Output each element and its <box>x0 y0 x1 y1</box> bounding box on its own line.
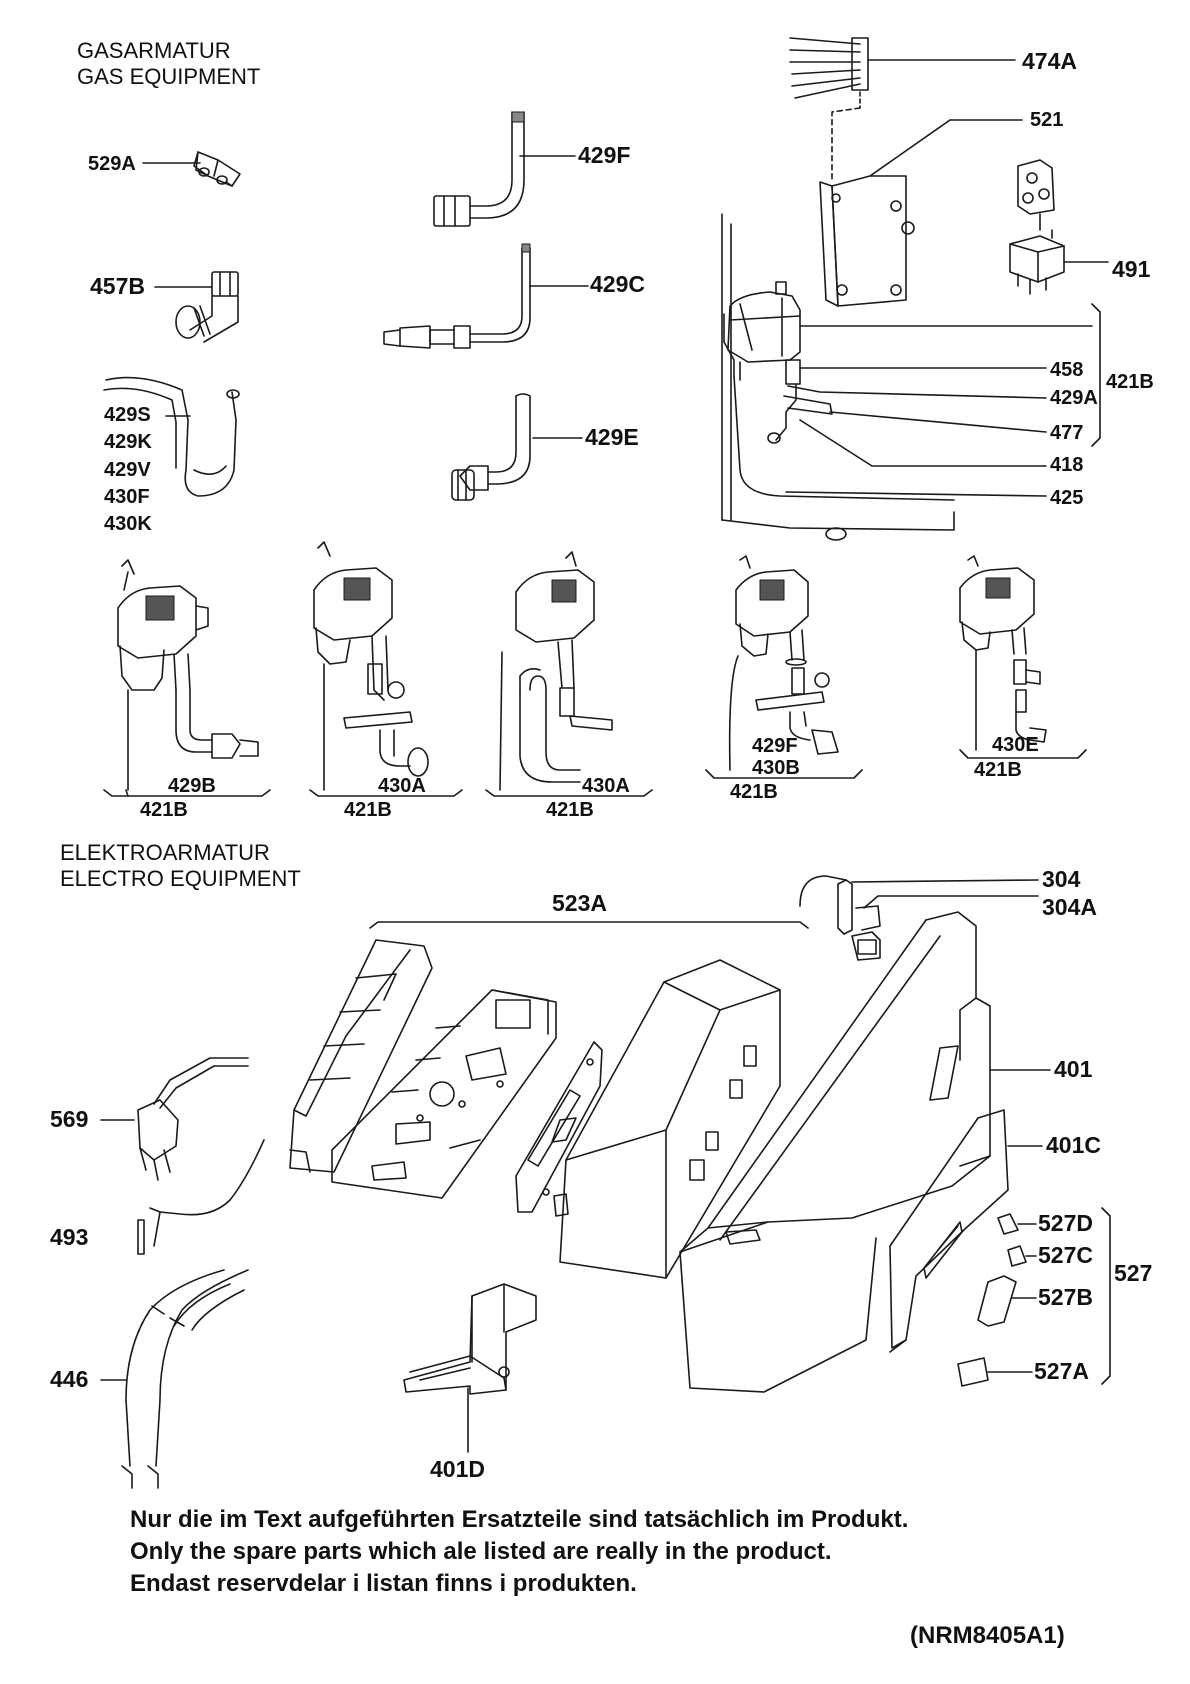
label-421B-brace: 421B <box>1106 371 1154 393</box>
part-523A-pcb <box>332 990 556 1198</box>
note-de: Nur die im Text aufgeführten Ersatzteile… <box>130 1506 909 1533</box>
variant-4 <box>706 556 862 778</box>
label-variant5-430E: 430E <box>992 734 1039 756</box>
label-429S: 429S <box>104 404 151 426</box>
variant-5 <box>960 556 1086 758</box>
section-title-gas-de: GASARMATUR <box>77 38 231 63</box>
label-304: 304 <box>1042 866 1081 892</box>
label-418: 418 <box>1050 454 1084 476</box>
label-527D: 527D <box>1038 1210 1093 1236</box>
label-477: 477 <box>1050 422 1084 444</box>
part-429F-pipe <box>434 112 575 226</box>
label-527C: 527C <box>1038 1242 1093 1268</box>
label-569: 569 <box>50 1106 89 1132</box>
variant-3 <box>486 552 652 796</box>
note-sv: Endast reservdelar i listan finns i prod… <box>130 1570 637 1597</box>
label-429K: 429K <box>104 431 152 453</box>
part-429E-pipe <box>452 394 582 500</box>
label-variant3-421B: 421B <box>546 799 594 821</box>
part-401D-bracket <box>404 1284 536 1452</box>
label-458: 458 <box>1050 359 1084 381</box>
section-title-gas-en: GAS EQUIPMENT <box>77 64 261 89</box>
bracket-523A <box>370 922 808 928</box>
part-304-sensor <box>800 876 1038 960</box>
label-493: 493 <box>50 1224 89 1250</box>
label-523A: 523A <box>552 890 607 916</box>
label-429V: 429V <box>104 459 151 481</box>
variant-2 <box>310 542 462 796</box>
label-429E: 429E <box>585 424 639 450</box>
part-401-cover <box>680 912 1050 1392</box>
label-variant1-429B: 429B <box>168 775 216 797</box>
part-523A-housing <box>554 960 780 1278</box>
label-variant3-430A: 430A <box>582 775 630 797</box>
note-en: Only the spare parts which ale listed ar… <box>130 1538 832 1565</box>
label-529A: 529A <box>88 153 136 175</box>
label-429F: 429F <box>578 142 631 168</box>
label-521: 521 <box>1030 109 1064 131</box>
part-523A-display-board <box>516 1042 602 1212</box>
part-523A-frame <box>290 940 432 1172</box>
label-429C: 429C <box>590 271 645 297</box>
label-430K: 430K <box>104 513 152 535</box>
label-variant4-430B: 430B <box>752 757 800 779</box>
label-457B: 457B <box>90 273 145 299</box>
label-variant4-429F: 429F <box>752 735 798 757</box>
label-401D: 401D <box>430 1456 485 1482</box>
variant-1 <box>104 560 270 796</box>
label-401C: 401C <box>1046 1132 1101 1158</box>
label-527B: 527B <box>1038 1284 1093 1310</box>
label-429A: 429A <box>1050 387 1098 409</box>
part-521-box <box>820 120 1022 306</box>
part-527-buttons <box>958 1208 1110 1386</box>
label-variant2-430A: 430A <box>378 775 426 797</box>
part-569-plug <box>101 1058 248 1180</box>
label-variant5-421B: 421B <box>974 759 1022 781</box>
document-code: (NRM8405A1) <box>910 1622 1065 1649</box>
part-446-tubes <box>101 1270 248 1488</box>
part-474A-connector <box>790 38 1015 182</box>
part-457B-elbow <box>155 272 238 342</box>
label-446: 446 <box>50 1366 89 1392</box>
part-429C-pipe <box>384 244 588 348</box>
part-529A-clip <box>143 152 240 186</box>
label-527A: 527A <box>1034 1358 1089 1384</box>
label-401: 401 <box>1054 1056 1093 1082</box>
label-425: 425 <box>1050 487 1084 509</box>
label-304A: 304A <box>1042 894 1097 920</box>
label-variant1-421B: 421B <box>140 799 188 821</box>
part-401C-panel <box>890 1110 1042 1352</box>
label-474A: 474A <box>1022 48 1077 74</box>
label-527: 527 <box>1114 1260 1153 1286</box>
section-title-electro-de: ELEKTROARMATUR <box>60 840 270 865</box>
part-491-relay <box>1010 160 1108 294</box>
section-title-electro-en: ELECTRO EQUIPMENT <box>60 866 301 891</box>
part-421B-valve-assembly <box>722 214 1100 540</box>
label-variant2-421B: 421B <box>344 799 392 821</box>
label-430F: 430F <box>104 486 150 508</box>
label-variant4-421B: 421B <box>730 781 778 803</box>
part-493-probe <box>138 1140 264 1254</box>
label-491: 491 <box>1112 256 1151 282</box>
part-429S-tube <box>104 378 239 496</box>
